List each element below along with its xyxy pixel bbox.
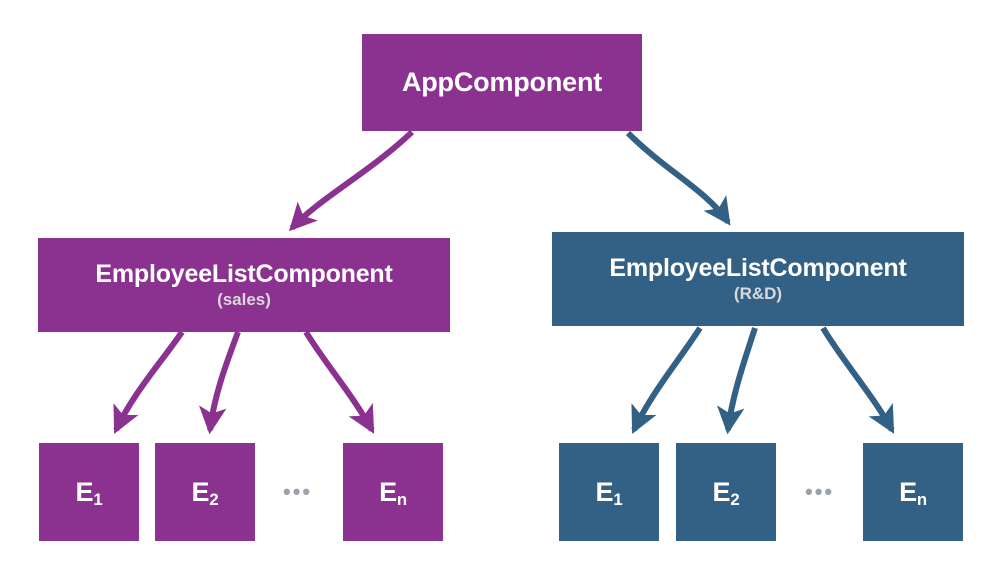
node-employee-list-rnd-label: EmployeeListComponent [609,254,907,283]
edge-sales-to-e1 [113,330,185,434]
ellipsis-rnd: ••• [805,479,835,504]
node-employee-rnd-1-label: E1 [595,476,623,509]
node-employee-rnd-2-label: E2 [712,476,740,509]
node-employee-list-sales[interactable]: EmployeeListComponent (sales) [38,238,450,332]
node-employee-rnd-1[interactable]: E1 [559,443,659,541]
node-employee-sales-1[interactable]: E1 [39,443,139,541]
node-employee-sales-n-label: En [379,476,407,509]
node-app-component-label: AppComponent [401,67,603,98]
node-employee-list-rnd-sublabel: (R&D) [733,283,783,303]
node-app-component[interactable]: AppComponent [362,34,642,131]
node-employee-sales-n[interactable]: En [343,443,443,541]
node-employee-sales-2[interactable]: E2 [155,443,255,541]
node-employee-rnd-n-label: En [899,476,927,509]
edge-rnd-to-e1 [631,326,703,434]
node-employee-list-rnd[interactable]: EmployeeListComponent (R&D) [552,232,964,326]
node-employee-list-sales-label: EmployeeListComponent [95,260,393,289]
edge-rnd-to-en [820,326,895,434]
node-employee-list-sales-sublabel: (sales) [217,289,271,309]
node-employee-sales-1-label: E1 [75,476,103,509]
node-employee-sales-2-label: E2 [191,476,219,509]
edge-rnd-to-e2 [717,327,758,435]
edge-app-to-sales [288,129,415,232]
edge-sales-to-en [303,330,375,434]
node-employee-rnd-n[interactable]: En [863,443,963,541]
edge-sales-to-e2 [199,330,241,435]
node-employee-rnd-2[interactable]: E2 [676,443,776,541]
edge-app-to-rnd [625,130,731,226]
ellipsis-sales: ••• [283,479,313,504]
